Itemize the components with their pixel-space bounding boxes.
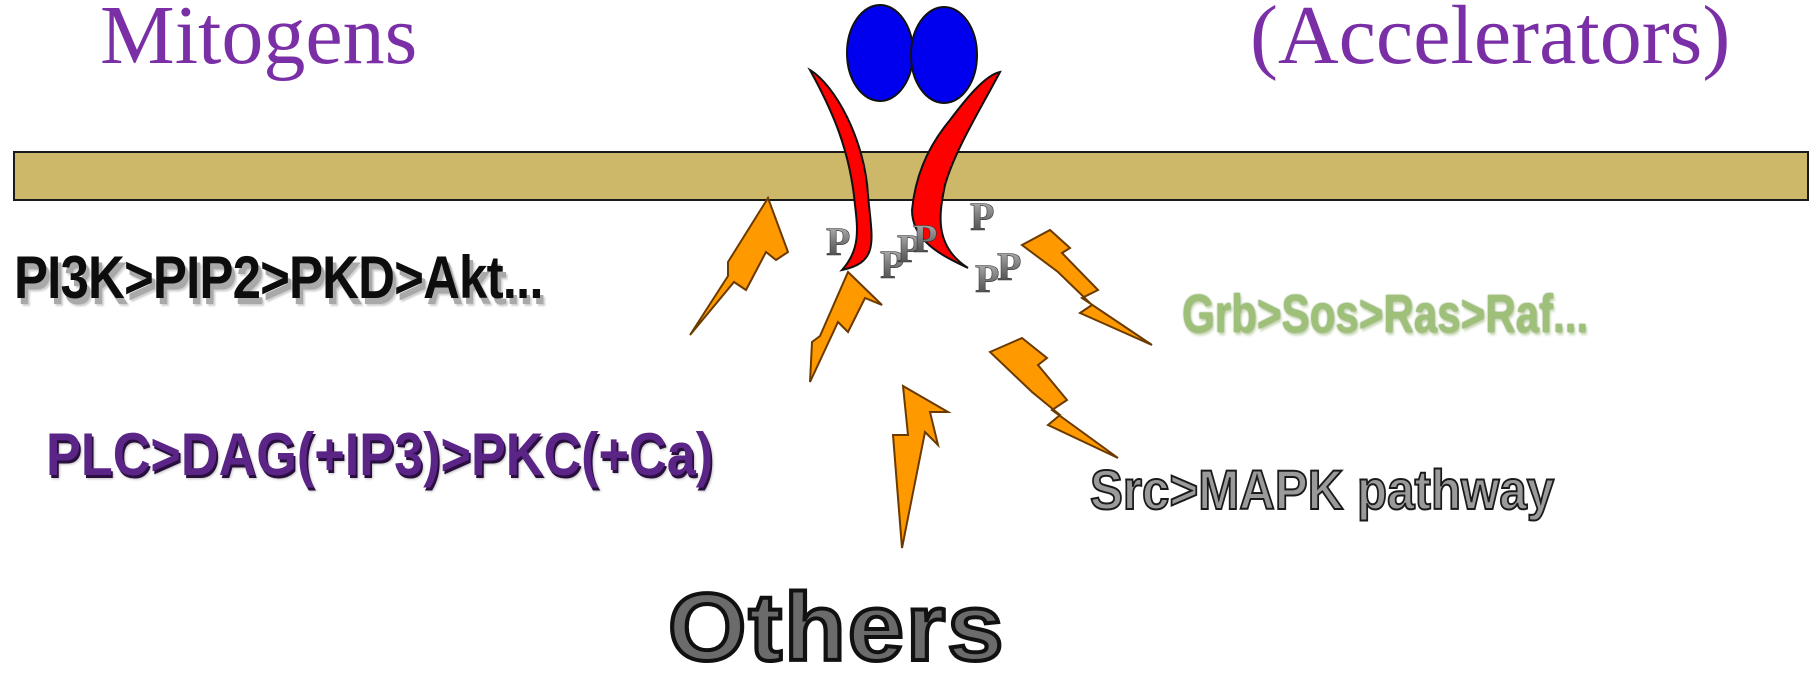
phosphate-label: P xyxy=(897,226,921,271)
phosphate-label: P xyxy=(975,256,999,301)
title-mitogens: Mitogens xyxy=(100,0,418,82)
phosphate-label: P xyxy=(997,244,1021,289)
phosphate-label: P xyxy=(913,216,937,261)
pathway-pi3k: PI3K>PIP2>PKD>Akt... xyxy=(14,244,544,311)
pathway-grb: Grb>Sos>Ras>Raf... xyxy=(1182,284,1589,344)
lightning-bolt-icon xyxy=(988,336,1119,459)
receptor-left-subunit xyxy=(807,67,873,272)
lightning-bolt-icon xyxy=(891,384,952,549)
phosphate-label: P xyxy=(970,194,994,239)
pathway-src: Src>MAPK pathway xyxy=(1089,458,1555,521)
phosphate-label: P xyxy=(826,219,850,264)
title-accelerators: (Accelerators) xyxy=(1250,0,1731,82)
lightning-bolt-icon xyxy=(689,195,790,336)
pathway-others: Others xyxy=(666,574,1006,681)
phosphate-group: P P P P P P P xyxy=(826,194,1022,302)
ligand-right xyxy=(910,6,978,104)
phosphate-label: P xyxy=(880,242,904,287)
lightning-bolt-icon xyxy=(1020,228,1153,346)
cell-membrane xyxy=(13,151,1809,201)
ligand-left xyxy=(846,4,914,102)
lightning-bolt-icon xyxy=(809,270,883,383)
receptor-right-subunit xyxy=(910,70,1002,269)
pathway-plc: PLC>DAG(+IP3)>PKC(+Ca) xyxy=(46,421,714,488)
